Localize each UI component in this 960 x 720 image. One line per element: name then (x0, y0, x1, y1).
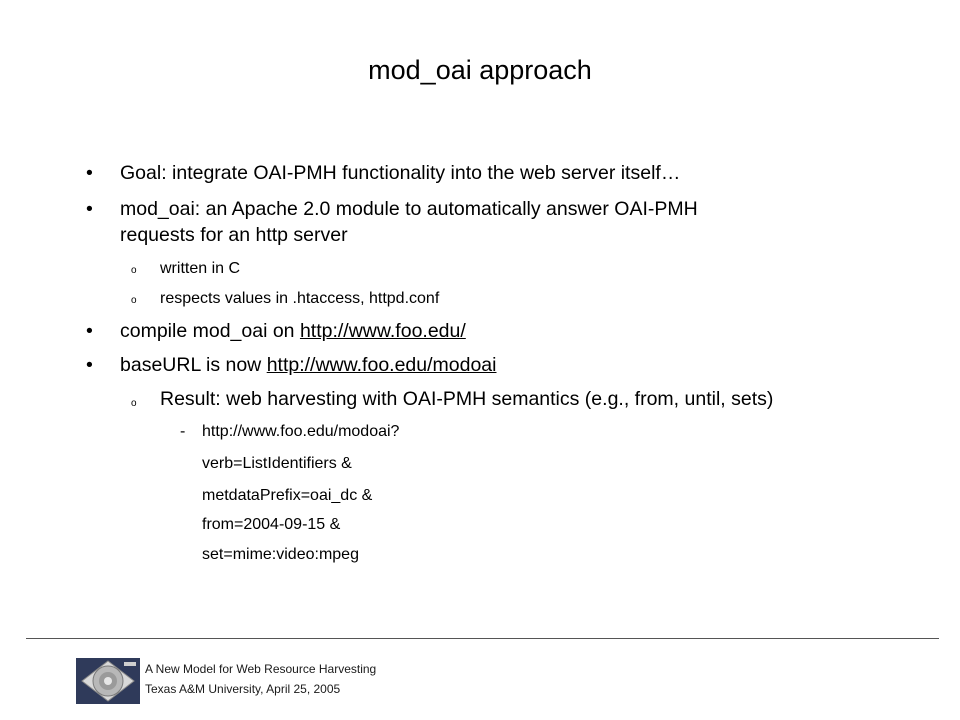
subitem-text: Result: web harvesting with OAI-PMH sema… (160, 388, 774, 410)
subitem-text: written in C (160, 260, 241, 277)
bullet-text: baseURL is now http://www.foo.edu/modoai (120, 352, 497, 378)
bullet-text: Goal: integrate OAI-PMH functionality in… (120, 162, 681, 184)
example-line-text: set=mime:video:mpeg (202, 546, 359, 563)
slide-title: mod_oai approach (368, 55, 592, 85)
example-line-text: metdataPrefix=oai_dc & (202, 487, 373, 504)
bullet-prefix: compile mod_oai on (120, 320, 300, 342)
dash-marker: - (180, 423, 186, 440)
bullet-marker: • (86, 354, 93, 376)
sub-bullet-marker: o (131, 265, 137, 276)
logo-graphic (76, 658, 140, 704)
example-line-text: verb=ListIdentifiers & (202, 455, 352, 472)
sub-bullet-marker: o (131, 295, 137, 306)
footer-venue-date: Texas A&M University, April 25, 2005 (145, 682, 341, 696)
subitem-text: respects values in .htaccess, httpd.conf (160, 290, 440, 307)
footer-presentation-title: A New Model for Web Resource Harvesting (145, 662, 377, 676)
sub-bullet-marker: o (131, 398, 137, 409)
bullet-text: compile mod_oai on http://www.foo.edu/ (120, 318, 466, 344)
bullet-marker: • (86, 320, 93, 342)
organization-logo (76, 658, 140, 704)
bullet-marker: • (86, 162, 93, 184)
bullet-marker: • (86, 198, 93, 220)
bullet-prefix: baseURL is now (120, 354, 267, 376)
example-line-text: from=2004-09-15 & (202, 516, 341, 533)
foo-edu-link[interactable]: http://www.foo.edu/ (299, 320, 466, 342)
bullet-text-line1: mod_oai: an Apache 2.0 module to automat… (120, 198, 698, 220)
example-line-text: http://www.foo.edu/modoai? (202, 423, 400, 440)
bullet-text-line2: requests for an http server (120, 224, 348, 246)
footer-divider (26, 638, 939, 639)
modoai-link[interactable]: http://www.foo.edu/modoai (266, 354, 497, 376)
